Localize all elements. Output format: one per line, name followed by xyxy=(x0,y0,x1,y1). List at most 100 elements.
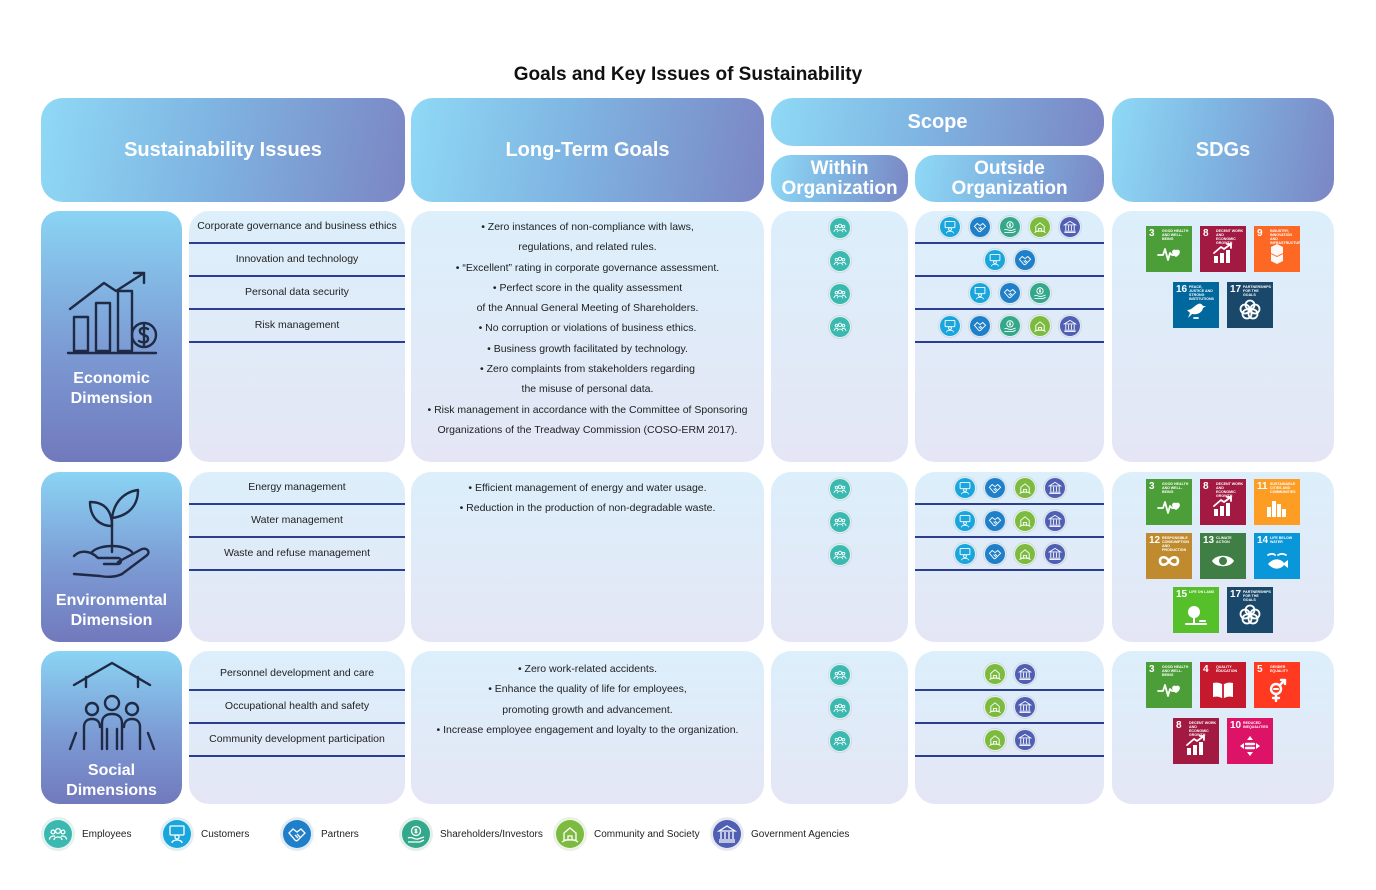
employees-icon xyxy=(828,543,851,566)
partners-icon xyxy=(983,509,1006,532)
economic-issues-panel: Corporate governance and business ethics… xyxy=(189,211,405,462)
tree-icon xyxy=(1185,606,1207,625)
community-icon xyxy=(1013,476,1036,499)
sdg-number: 8 xyxy=(1203,481,1209,492)
legend-label: Government Agencies xyxy=(751,828,850,840)
header-outside-line2: Organization xyxy=(951,177,1068,199)
gender-icon xyxy=(1269,678,1287,702)
sdg-number: 3 xyxy=(1149,228,1155,239)
community-icon xyxy=(983,695,1006,718)
sdg-number: 5 xyxy=(1257,664,1263,675)
employees-icon xyxy=(828,315,851,338)
dove-icon xyxy=(1187,303,1206,319)
social-outside-panel xyxy=(915,651,1104,804)
shareholders-icon xyxy=(998,314,1021,337)
header-within-line1: Within xyxy=(810,157,869,179)
issue-item: Waste and refuse management xyxy=(189,538,405,571)
scope-row xyxy=(915,691,1104,724)
equality-icon xyxy=(1240,736,1260,756)
sdg-3-tile: 3 GOOD HEALTH AND WELL-BEING xyxy=(1146,479,1192,525)
environmental-outside-panel xyxy=(915,472,1104,642)
scope-row xyxy=(771,691,908,724)
scope-row xyxy=(915,211,1104,244)
goal-line: • Efficient management of energy and wat… xyxy=(468,482,707,494)
customers-icon xyxy=(938,314,961,337)
issue-item: Energy management xyxy=(189,472,405,505)
government-icon xyxy=(1013,728,1036,751)
employees-icon xyxy=(828,249,851,272)
issue-item: Corporate governance and business ethics xyxy=(189,211,405,244)
sdg-title: DECENT WORK AND ECONOMIC GROWTH xyxy=(1216,482,1244,498)
sdg-title: REDUCED INEQUALITIES xyxy=(1243,721,1269,729)
sdg-number: 3 xyxy=(1149,664,1155,675)
social-goals-text: • Zero work-related accidents. • Enhance… xyxy=(411,659,764,740)
sdg-number: 10 xyxy=(1230,720,1242,731)
shareholders-icon xyxy=(1028,281,1051,304)
goal-line: regulations, and related rules. xyxy=(518,241,657,254)
sdg-number: 15 xyxy=(1176,589,1188,600)
cubes-icon xyxy=(1266,244,1288,264)
government-icon xyxy=(1058,314,1081,337)
economic-dimension-label: Economic Dimension xyxy=(41,369,182,409)
growth-icon xyxy=(1213,243,1232,263)
city-icon xyxy=(1266,501,1288,517)
scope-row xyxy=(771,538,908,571)
plant-hand-icon xyxy=(72,488,150,579)
sdg-number: 17 xyxy=(1230,589,1242,600)
sdg-title: GOOD HEALTH AND WELL-BEING xyxy=(1162,482,1189,494)
heartbeat-icon xyxy=(1157,501,1180,514)
scope-row xyxy=(915,724,1104,757)
fish-icon xyxy=(1267,552,1288,569)
sdg-number: 13 xyxy=(1203,535,1215,546)
government-icon xyxy=(1058,215,1081,238)
sdg-number: 14 xyxy=(1257,535,1269,546)
sdg-number: 9 xyxy=(1257,228,1263,239)
legend-item-partners: Partners xyxy=(281,817,359,851)
page-title: Goals and Key Issues of Sustainability xyxy=(513,64,863,85)
community-icon xyxy=(1013,509,1036,532)
goal-line: the misuse of personal data. xyxy=(521,383,654,396)
employees-icon xyxy=(828,510,851,533)
scope-row xyxy=(771,724,908,757)
goal-line: • No corruption or violations of busines… xyxy=(478,322,697,335)
sdg-title: DECENT WORK AND ECONOMIC GROWTH xyxy=(1189,721,1217,737)
economic-label-line1: Economic xyxy=(73,370,150,387)
sdg-number: 4 xyxy=(1203,664,1209,675)
goal-line: • Zero instances of non-compliance with … xyxy=(481,221,694,233)
employees-icon xyxy=(42,818,74,850)
government-icon xyxy=(1013,695,1036,718)
sdg-number: 16 xyxy=(1176,284,1188,295)
book-icon xyxy=(1213,682,1233,700)
goal-line: • Increase employee engagement and loyal… xyxy=(436,723,739,736)
environmental-sdgs-panel: 3 GOOD HEALTH AND WELL-BEING 8 DECENT WORK … xyxy=(1112,472,1334,642)
rings-icon xyxy=(1239,604,1261,625)
sdg-title: QUALITY EDUCATION xyxy=(1216,665,1238,673)
scope-row xyxy=(915,658,1104,691)
issue-item: Personnel development and care xyxy=(189,658,405,691)
sdg-number: 3 xyxy=(1149,481,1155,492)
sdg-title: RESPONSIBLE CONSUMPTION AND PRODUCTION xyxy=(1162,536,1189,552)
header-within-organization: Within Organization xyxy=(771,155,908,202)
shareholders-icon xyxy=(998,215,1021,238)
employees-icon xyxy=(828,696,851,719)
legend-label: Community and Society xyxy=(594,828,700,840)
sdg-title: LIFE ON LAND xyxy=(1189,590,1215,594)
government-icon xyxy=(711,818,743,850)
goal-line: • Zero work-related accidents. xyxy=(517,663,658,675)
sdg-number: 17 xyxy=(1230,284,1242,295)
community-icon xyxy=(1028,314,1051,337)
partners-icon xyxy=(968,215,991,238)
government-icon xyxy=(1043,476,1066,499)
header-scope: Scope xyxy=(771,98,1104,146)
environmental-issues-panel: Energy management Water management Waste… xyxy=(189,472,405,642)
government-icon xyxy=(1013,662,1036,685)
community-icon xyxy=(1028,215,1051,238)
environmental-label-line1: Environmental xyxy=(55,592,168,609)
goal-line: • Business growth facilitated by technol… xyxy=(487,342,688,355)
goal-line: • Perfect score in the quality assessmen… xyxy=(492,281,683,294)
